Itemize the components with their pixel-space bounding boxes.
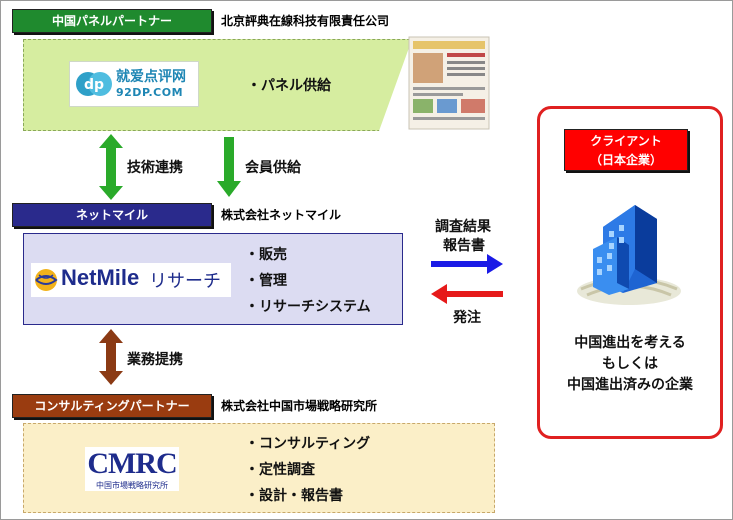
panel-item: ・パネル供給 bbox=[247, 78, 331, 94]
consulting-item-qualitative: ・定性調査 bbox=[245, 462, 315, 478]
result-report-label-2: 報告書 bbox=[443, 238, 485, 254]
dianping-logo-text: 就爱点评网 bbox=[116, 69, 186, 85]
tech-link-arrow-icon bbox=[99, 134, 123, 200]
member-supply-arrow-icon bbox=[217, 137, 241, 197]
netmile-item-sales: ・販売 bbox=[245, 247, 287, 263]
client-title-line1: クライアント bbox=[590, 134, 662, 148]
consulting-tab: コンサルティングパートナー bbox=[12, 394, 212, 418]
cmrc-logo: CMRC 中国市場戦略研究所 bbox=[85, 447, 179, 491]
cmrc-logo-text: CMRC bbox=[87, 447, 177, 480]
consulting-item-design: ・設計・報告書 bbox=[245, 488, 343, 504]
cmrc-logo-sub: 中国市場戦略研究所 bbox=[96, 481, 168, 490]
dianping-logo: dp 就爱点评网 92DP.COM bbox=[69, 61, 199, 107]
result-report-label-1: 調査結果 bbox=[435, 219, 491, 235]
client-title-line2: （日本企業） bbox=[589, 153, 662, 167]
client-desc-line1: 中国進出を考える bbox=[574, 335, 686, 351]
client-title-tab: クライアント （日本企業） bbox=[564, 129, 688, 171]
consulting-box bbox=[23, 423, 495, 513]
netmile-tab: ネットマイル bbox=[12, 203, 212, 227]
client-description: 中国進出を考える もしくは 中国進出済みの企業 bbox=[539, 333, 721, 396]
netmile-logo-text: NetMile bbox=[61, 265, 140, 290]
consulting-item-consulting: ・コンサルティング bbox=[245, 436, 371, 452]
order-arrow-icon bbox=[431, 284, 503, 304]
panel-partner-company: 北京評典在線科技有限責任公司 bbox=[221, 14, 390, 28]
client-desc-line3: 中国進出済みの企業 bbox=[567, 377, 693, 393]
netmile-globe-icon bbox=[35, 269, 58, 291]
member-supply-label: 会員供給 bbox=[245, 160, 301, 176]
netmile-company: 株式会社ネットマイル bbox=[221, 208, 342, 222]
business-tieup-label: 業務提携 bbox=[127, 352, 183, 368]
dianping-mark-text: dp bbox=[84, 77, 104, 93]
order-label: 発注 bbox=[453, 310, 481, 326]
website-thumbnail bbox=[379, 31, 499, 131]
netmile-logo: NetMile リサーチ bbox=[31, 263, 231, 297]
netmile-item-management: ・管理 bbox=[245, 273, 287, 289]
dianping-mark-icon: dp bbox=[76, 72, 112, 96]
building-icon bbox=[577, 205, 681, 305]
netmile-item-system: ・リサーチシステム bbox=[245, 299, 371, 315]
report-arrow-icon bbox=[431, 254, 503, 274]
client-desc-line2: もしくは bbox=[602, 356, 658, 372]
panel-partner-tab: 中国パネルパートナー bbox=[12, 9, 212, 33]
netmile-logo-suffix: リサーチ bbox=[149, 271, 221, 292]
dianping-logo-sub: 92DP.COM bbox=[116, 86, 184, 99]
business-tieup-arrow-icon bbox=[99, 329, 123, 385]
consulting-company: 株式会社中国市場戦略研究所 bbox=[221, 399, 378, 413]
tech-link-label: 技術連携 bbox=[127, 160, 183, 176]
